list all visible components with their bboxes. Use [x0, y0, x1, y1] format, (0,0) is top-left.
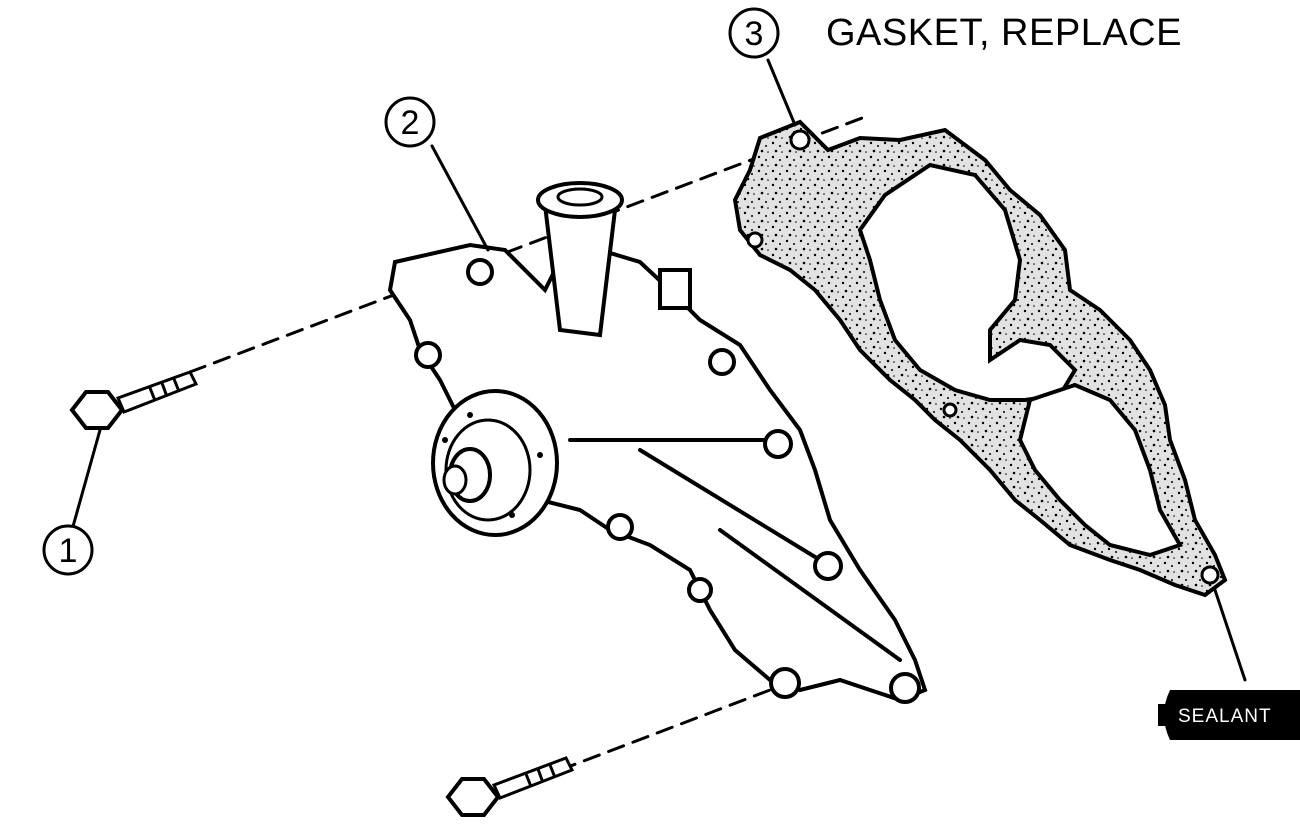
callout-2-leader	[430, 144, 490, 252]
water-pump-sensor	[658, 268, 692, 310]
gasket-heading: GASKET, REPLACE	[826, 12, 1182, 54]
hub-bolt-hole	[509, 512, 515, 518]
lower-bolt-thread	[536, 767, 544, 782]
gasket-upper-opening	[857, 162, 1078, 402]
mounting-boss	[414, 341, 442, 369]
mounting-boss	[687, 577, 713, 603]
mounting-boss	[763, 429, 793, 459]
lower-alignment-line	[558, 688, 772, 772]
callout-1-label: 1	[59, 532, 78, 570]
callout-3-label: 3	[745, 15, 764, 53]
upper-bolt-shank	[115, 370, 199, 414]
sealant-tag: SEALANT	[1158, 690, 1300, 740]
upper-bolt-thread	[148, 386, 156, 400]
mounting-boss	[708, 348, 736, 376]
callout-2-circle	[384, 96, 436, 148]
sealant-leader	[1213, 588, 1247, 682]
lower-bolt-head	[445, 777, 501, 817]
mounting-boss	[769, 667, 801, 699]
callout-1-circle	[42, 524, 94, 576]
callout-3-circle	[728, 7, 780, 59]
lower-bolt	[445, 756, 575, 817]
upper-bolt-head	[69, 390, 125, 430]
water-pump-rib	[638, 448, 822, 562]
hub-bolt-hole	[442, 437, 448, 443]
upper-bolt	[69, 370, 199, 430]
gasket-bolt-hole	[942, 402, 958, 418]
mounting-boss	[606, 513, 634, 541]
lower-bolt-shank	[491, 756, 575, 800]
lower-bolt-thread	[548, 763, 556, 777]
gasket-bolt-hole	[746, 231, 764, 249]
gasket-lower-opening	[1017, 382, 1183, 558]
pump-shaft-tip	[442, 464, 468, 496]
water-pump-outlet-bore	[556, 187, 604, 207]
mounting-boss	[466, 258, 494, 286]
callout-3: 3	[728, 7, 780, 59]
sealant-tag-body	[1164, 690, 1300, 740]
hub-bolt-hole	[467, 412, 473, 418]
upper-bolt-thread	[172, 377, 180, 391]
sealant-label: SEALANT	[1178, 706, 1272, 727]
gasket-bolt-hole	[1200, 565, 1220, 585]
upper-bolt-thread	[160, 381, 168, 396]
lower-bolt-thread	[524, 772, 532, 786]
gasket-bolt-hole	[789, 129, 811, 151]
callout-1: 1	[42, 524, 94, 576]
water-pump-outlet-neck	[543, 204, 617, 338]
mounting-boss	[813, 551, 843, 581]
callout-1-leader	[70, 428, 102, 532]
callout-2-label: 2	[401, 104, 420, 142]
gasket	[732, 119, 1228, 598]
hub-bolt-hole	[537, 452, 543, 458]
water-pump	[387, 181, 928, 704]
water-pump-rib	[718, 528, 902, 662]
callout-3-leader	[766, 58, 797, 127]
mounting-boss	[889, 672, 921, 704]
sealant-tag-tab	[1158, 704, 1168, 726]
callout-2: 2	[384, 96, 436, 148]
